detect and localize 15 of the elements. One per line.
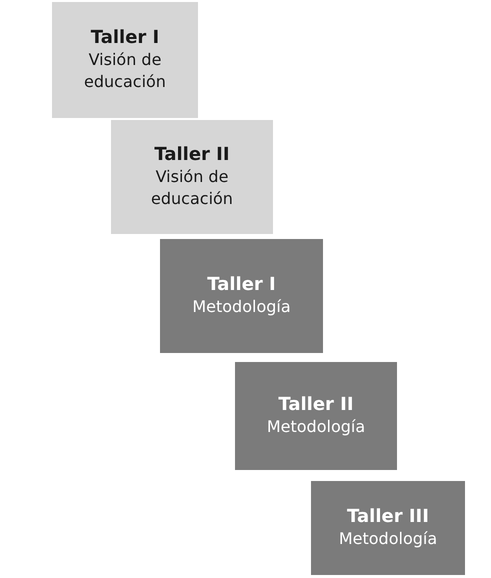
step-box [111,120,273,234]
step-description: Metodología [192,296,291,318]
step-box [160,239,323,353]
step-description: Visión de educación [150,166,234,210]
step-title: Taller II [278,394,354,416]
step-box [235,362,397,470]
step-title: Taller II [154,144,230,166]
step-description: Visión de educación [83,49,167,93]
step-description: Metodología [338,528,438,550]
step-title: Taller III [347,506,429,528]
step-title: Taller I [207,274,276,296]
step-title: Taller I [90,27,160,49]
step-description: Metodología [266,416,366,438]
step-box [311,481,465,575]
step-box [52,2,198,118]
